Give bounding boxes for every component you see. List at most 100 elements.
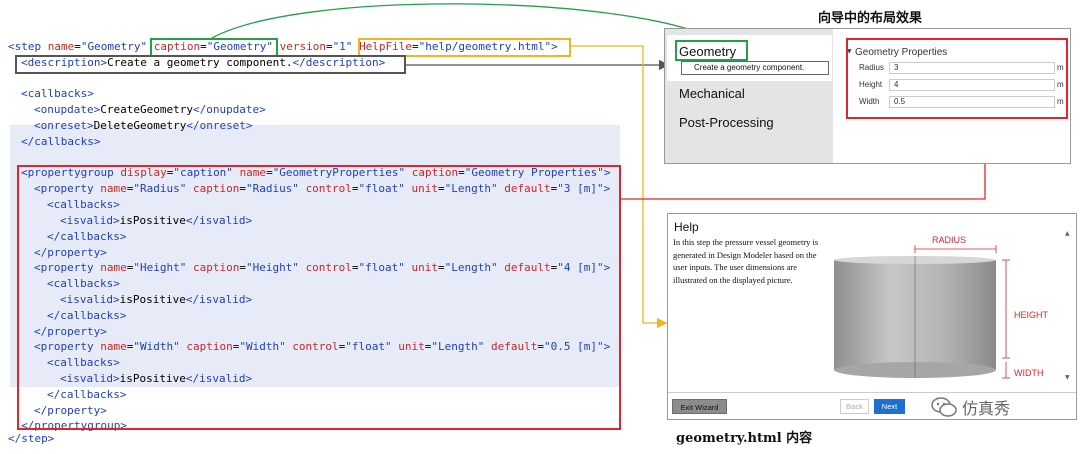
code-line: <callbacks> — [47, 356, 120, 370]
code-token: "float" — [358, 261, 405, 274]
code-line: </callbacks> — [47, 309, 126, 323]
code-token: = — [126, 261, 134, 274]
code-token: caption — [153, 40, 201, 53]
code-token: "0.5 [m]" — [544, 340, 604, 353]
code-token: <isvalid> — [60, 214, 120, 227]
code-token: isPositive — [119, 293, 186, 306]
radius-unit: m — [1057, 63, 1064, 72]
code-line: </callbacks> — [47, 230, 126, 244]
collapse-caret-icon[interactable]: ▼ — [847, 48, 852, 55]
code-token: <isvalid> — [60, 293, 120, 306]
watermark-text: 仿真秀 — [962, 399, 1011, 418]
wizard-step-geometry[interactable]: Geometry — [679, 44, 737, 59]
code-token: "Geometry" — [80, 40, 148, 53]
wechat-logo-icon — [931, 397, 957, 417]
code-line: </callbacks> — [21, 135, 100, 149]
code-token: <callbacks> — [21, 87, 94, 100]
code-line: <property name="Width" caption="Width" c… — [34, 340, 610, 354]
radius-field[interactable]: 3 — [889, 62, 1055, 74]
code-token: </property> — [34, 404, 107, 417]
code-token: <onreset> — [34, 119, 94, 132]
code-token: = — [537, 340, 544, 353]
code-token: "float" — [345, 340, 392, 353]
code-token: unit — [398, 340, 425, 353]
height-field[interactable]: 4 — [889, 79, 1055, 91]
code-token: control — [305, 182, 352, 195]
code-token: name — [100, 182, 127, 195]
wizard-panel: Geometry Create a geometry component. Me… — [664, 28, 1071, 164]
radius-dim-label: RADIUS — [932, 235, 966, 245]
code-token: <property — [34, 261, 101, 274]
code-token: </property> — [34, 246, 107, 259]
code-token: default — [504, 182, 551, 195]
code-line: <onreset>DeleteGeometry</onreset> — [34, 119, 253, 133]
code-token: "Height" — [133, 261, 187, 274]
code-token: caption — [192, 261, 240, 274]
scroll-up-icon[interactable]: ▲ — [1065, 230, 1070, 237]
code-token: </onupdate> — [192, 103, 266, 116]
code-token: = — [438, 261, 445, 274]
code-token: caption — [186, 340, 233, 353]
green-arrow — [211, 3, 714, 39]
code-token: "Geometry" — [206, 40, 273, 53]
code-token: version — [279, 40, 326, 53]
code-token: name — [100, 340, 127, 353]
code-token: "Length" — [431, 340, 485, 353]
code-token: </callbacks> — [47, 230, 127, 243]
code-line: </callbacks> — [47, 388, 126, 402]
help-title: Help — [674, 220, 699, 234]
code-token: <propertygroup — [21, 166, 121, 179]
code-token: = — [74, 40, 81, 53]
wizard-step-sidebar: Geometry Create a geometry component. Me… — [665, 29, 833, 163]
code-token: = — [424, 340, 432, 353]
exit-wizard-button[interactable]: Exit Wizard — [672, 399, 727, 414]
scroll-down-icon[interactable]: ▼ — [1065, 374, 1070, 381]
code-line: <isvalid>isPositive</isvalid> — [60, 372, 252, 386]
wizard-step-post-processing[interactable]: Post-Processing — [679, 115, 774, 130]
code-token: </callbacks> — [21, 135, 101, 148]
code-line: <step name="Geometry" caption="Geometry"… — [8, 40, 558, 54]
wizard-step-mechanical[interactable]: Mechanical — [679, 86, 745, 101]
code-token: </onreset> — [186, 119, 253, 132]
width-label: Width — [859, 97, 880, 106]
code-token: "help/geometry.html" — [418, 40, 552, 53]
code-token: </callbacks> — [47, 388, 127, 401]
code-token: <callbacks> — [47, 356, 120, 369]
code-token: name — [239, 166, 267, 179]
code-token: DeleteGeometry — [93, 119, 187, 132]
help-scrollbar[interactable]: ▲ ▼ — [1064, 214, 1074, 392]
code-token: = — [458, 166, 465, 179]
width-unit: m — [1057, 97, 1064, 106]
code-token: </property> — [34, 325, 107, 338]
code-token: </isvalid> — [185, 293, 253, 306]
help-panel: Help In this step the pressure vessel ge… — [667, 213, 1077, 420]
code-token: "GeometryProperties" — [272, 166, 406, 179]
next-button[interactable]: Next — [874, 399, 905, 414]
code-token: = — [126, 340, 134, 353]
wizard-layout-heading: 向导中的布局效果 — [818, 11, 923, 26]
help-text: In this step the pressure vessel geometr… — [673, 237, 819, 285]
description-highlight-box — [15, 55, 406, 74]
code-token: = — [550, 261, 558, 274]
code-token: "Radius" — [133, 182, 187, 195]
width-field[interactable]: 0.5 — [889, 96, 1055, 108]
code-token: "Width" — [133, 340, 180, 353]
code-token: Create a geometry component. — [107, 56, 293, 69]
code-token: control — [305, 261, 352, 274]
code-token: "1" — [332, 40, 353, 53]
back-button[interactable]: Back — [840, 399, 869, 414]
code-token: = — [338, 340, 346, 353]
propertygroup-highlight — [10, 125, 620, 387]
code-token: caption — [192, 182, 240, 195]
code-token: display — [120, 166, 167, 179]
code-line: <onupdate>CreateGeometry</onupdate> — [34, 103, 266, 117]
code-token: "caption" — [173, 166, 233, 179]
geometry-step-highlight-box — [675, 40, 748, 61]
code-line: </property> — [34, 246, 107, 260]
code-token: = — [166, 166, 174, 179]
code-line: <isvalid>isPositive</isvalid> — [60, 214, 252, 228]
code-token: = — [126, 182, 134, 195]
code-line: </property> — [34, 325, 107, 339]
code-token: "Length" — [444, 182, 498, 195]
help-caption-heading: geometry.html 内容 — [676, 431, 813, 446]
